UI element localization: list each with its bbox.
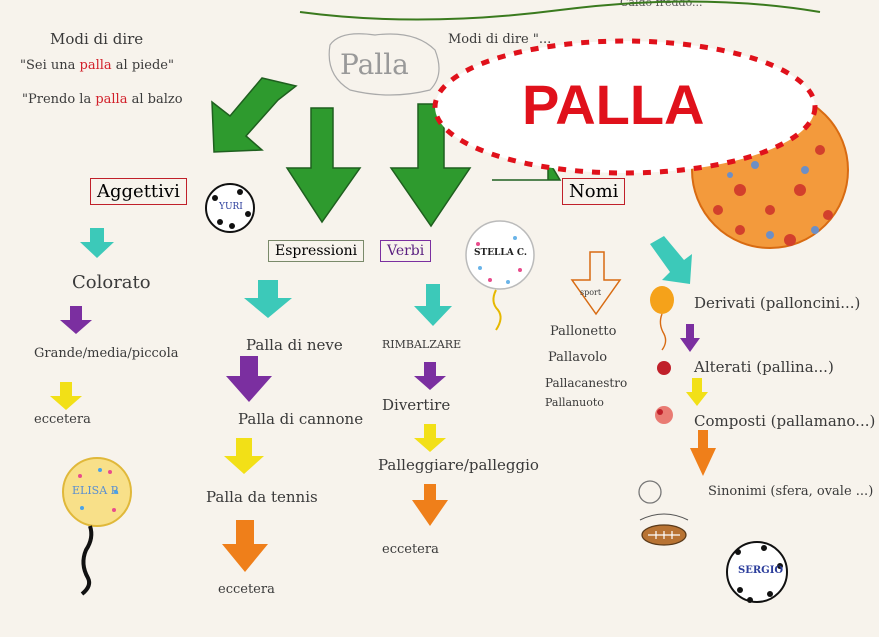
category-nomi: Nomi [562,178,626,205]
nomi-sport-item-4: Pallanuoto [545,396,604,409]
line-2-part-c: al balzo [127,92,183,107]
main-label: PALLA [522,73,705,136]
teal-arrow-verbi [414,284,452,326]
category-espressioni: Espressioni [268,240,365,262]
line-1-palla: palla [79,58,112,73]
orange-arrow-esp [222,520,268,572]
pink-ball [655,406,673,424]
signature-stella: STELLA C. [474,248,527,258]
palla-sketch [328,33,440,96]
nomi-sport-item-2: Pallavolo [548,350,608,365]
elisa-lollipop [62,457,132,596]
aggettivi-item-3: eccetera [34,412,91,427]
red-ball [657,361,671,375]
teal-arrow-esp [244,280,292,318]
modi-di-dire-line-1: "Sei una palla al piede" [20,58,174,73]
espressioni-item-3: Palla da tennis [206,488,318,506]
nomi-item-3: Composti (pallamano...) [694,412,876,430]
verbi-item-1: RIMBALZARE [382,338,462,351]
top-wave [299,0,821,21]
green-arrow-left [211,77,298,153]
sergio-ball [726,541,788,603]
orange-arrow-verbi [412,484,448,526]
verbi-item-2: Divertire [382,396,451,414]
line-2-part-a: "Prendo la [22,92,96,107]
modi-di-dire-line-2: "Prendo la palla al balzo [22,92,183,107]
stella-balloon [465,220,535,331]
verbi-item-4: eccetera [382,542,439,557]
yellow-arrow-verbi [414,424,446,452]
signature-sergio: SERGIO [738,565,784,576]
signature-elisa: ELISA P. [72,484,120,497]
purple-arrow-verbi [414,362,446,390]
line-1-part-c: al piede" [111,58,174,73]
nomi-item-2: Alterati (pallina...) [694,358,834,376]
aggettivi-item-1: Colorato [72,272,151,293]
category-verbi: Verbi [380,240,432,262]
orange-arrow-nomi [690,430,716,476]
corner-note: Caldo freddo... [620,0,703,9]
espressioni-item-2: Palla di cannone [238,410,364,428]
teal-arrow-nomi [650,236,692,284]
nomi-item-4: Sinonimi (sfera, ovale ...) [708,484,874,499]
line-2-palla: palla [95,92,128,107]
main-oval [432,38,818,176]
purple-arrow-nomi [680,324,700,352]
modi-di-dire-right: Modi di dire "... [448,32,552,47]
title-sketch: Palla [340,48,409,81]
yuri-ball [205,183,255,233]
nomi-sport-label: sport [580,288,602,297]
espressioni-item-1: Palla di neve [246,336,343,354]
purple-arrow-agg [60,306,92,334]
modi-di-dire-heading: Modi di dire [50,30,144,48]
aggettivi-item-2: Grande/media/piccola [34,346,179,361]
nomi-item-1: Derivati (palloncini...) [694,294,861,312]
green-arrow-espressioni [285,107,362,224]
verbi-item-3: Palleggiare/palleggio [378,456,539,474]
nomi-sport-item-3: Pallacanestro [545,376,628,390]
line-1-part-a: "Sei una [20,58,80,73]
nomi-sport-item-1: Pallonetto [550,324,617,339]
yellow-arrow-nomi [686,378,708,406]
purple-arrow-esp [226,356,272,402]
white-sphere [638,480,662,504]
signature-yuri: YURI [219,202,243,212]
yellow-arrow-agg [50,382,82,410]
category-aggettivi: Aggettivi [90,178,187,205]
teal-arrow-agg [80,228,114,258]
espressioni-item-4: eccetera [218,582,275,597]
orange-balloon [650,286,674,351]
sport-arrow [570,251,622,316]
football [639,513,689,546]
yellow-arrow-esp [224,438,264,474]
